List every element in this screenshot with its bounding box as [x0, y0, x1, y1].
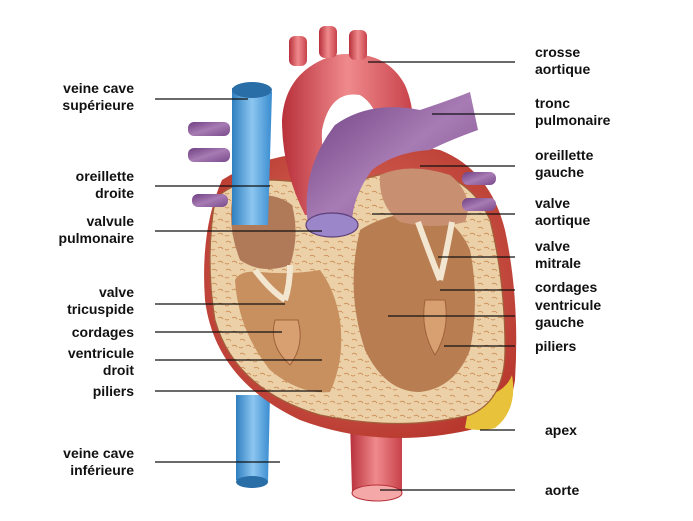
- labels-right: crosse aortique tronc pulmonaire oreille…: [535, 44, 611, 498]
- label-veine-cave-sup-2: supérieure: [62, 97, 134, 113]
- label-cordages-gauche: cordages: [72, 324, 134, 340]
- papillary-left-shape: [423, 299, 447, 356]
- pulmonary-veins-right: [462, 172, 496, 211]
- label-piliers-droite: piliers: [535, 338, 576, 354]
- label-valve-mitrale-1: valve: [535, 238, 570, 254]
- label-veine-cave-inf-2: inférieure: [70, 462, 134, 478]
- label-valve-aortique-2: aortique: [535, 212, 590, 228]
- labels-left: veine cave supérieure oreillette droite …: [59, 80, 135, 478]
- label-valve-aortique-1: valve: [535, 195, 570, 211]
- label-oreillette-droite-2: droite: [95, 185, 134, 201]
- left-atrium-cavity: [379, 168, 468, 226]
- label-veine-cave-sup-1: veine cave: [63, 80, 134, 96]
- label-valvule-pulmonaire-2: pulmonaire: [59, 230, 135, 246]
- apex-fat: [465, 375, 514, 430]
- papillary-right-shape: [272, 319, 301, 366]
- label-tronc-pulmonaire-2: pulmonaire: [535, 112, 611, 128]
- aorta-descending: [350, 420, 403, 502]
- label-apex: apex: [545, 422, 577, 438]
- label-valve-tricuspide-2: tricuspide: [67, 301, 134, 317]
- leader-lines-right: [368, 61, 515, 491]
- tricuspid-valve-shape: [252, 264, 293, 303]
- label-ventricule-gauche-1: ventricule: [535, 297, 601, 313]
- label-veine-cave-inf-1: veine cave: [63, 445, 134, 461]
- label-crosse-aortique-2: aortique: [535, 61, 590, 77]
- label-ventricule-droit-1: ventricule: [68, 345, 134, 361]
- label-oreillette-droite-1: oreillette: [76, 168, 135, 184]
- label-oreillette-gauche-1: oreillette: [535, 147, 594, 163]
- label-tronc-pulmonaire-1: tronc: [535, 95, 570, 111]
- label-oreillette-gauche-2: gauche: [535, 164, 584, 180]
- label-cordages-droite: cordages: [535, 279, 597, 295]
- leader-lines-left: [155, 98, 322, 463]
- label-aorte: aorte: [545, 482, 579, 498]
- vena-cava-superior: [232, 82, 272, 225]
- vena-cava-inferior: [236, 395, 270, 488]
- label-crosse-aortique-1: crosse: [535, 44, 580, 60]
- pulmonary-veins-left: [188, 122, 230, 207]
- label-ventricule-droit-2: droit: [103, 362, 134, 378]
- label-valve-tricuspide-1: valve: [99, 284, 134, 300]
- mitral-valve-shape: [415, 220, 455, 282]
- label-valvule-pulmonaire-1: valvule: [87, 213, 135, 229]
- label-valve-mitrale-2: mitrale: [535, 255, 581, 271]
- label-ventricule-gauche-2: gauche: [535, 314, 584, 330]
- label-piliers-gauche: piliers: [93, 383, 134, 399]
